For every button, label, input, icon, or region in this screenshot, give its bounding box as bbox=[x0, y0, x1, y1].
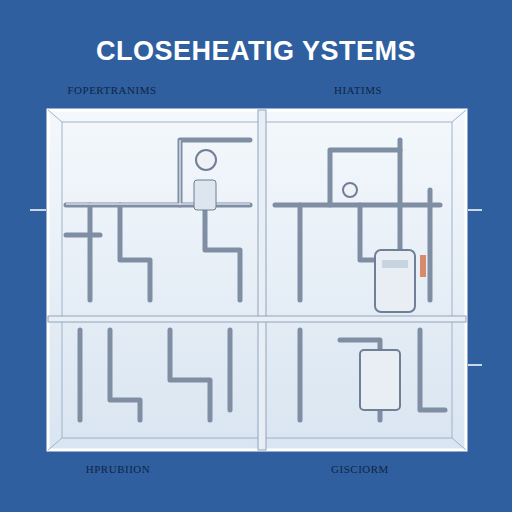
perspective-line bbox=[452, 438, 466, 450]
pipe-highlight-left bbox=[66, 140, 250, 205]
diagram-title: CLOSEHEATIG YSTEMS bbox=[96, 36, 416, 67]
perspective-line bbox=[48, 438, 62, 450]
valve-symbol bbox=[194, 180, 216, 210]
inner-frame bbox=[62, 122, 452, 438]
divider-wall bbox=[258, 110, 266, 450]
valve-handle bbox=[420, 255, 426, 277]
section-label: GISCIORM bbox=[331, 463, 389, 475]
perspective-line bbox=[452, 110, 466, 122]
floor-slab bbox=[48, 316, 466, 322]
section-label: FOPERTRANIMS bbox=[67, 84, 156, 96]
perspective-line bbox=[48, 110, 62, 122]
section-label: HIATIMS bbox=[334, 84, 382, 96]
pipe-network-right bbox=[275, 140, 445, 420]
section-label: HPRUBIION bbox=[86, 463, 150, 475]
tank-panel bbox=[382, 260, 408, 268]
boiler-tank bbox=[375, 250, 415, 312]
pump-symbol bbox=[196, 150, 216, 170]
side-markers bbox=[30, 210, 482, 365]
gauge-symbol bbox=[343, 183, 357, 197]
housing-frame bbox=[48, 110, 466, 450]
pipe-network-left bbox=[66, 140, 250, 420]
heater-unit bbox=[360, 350, 400, 410]
